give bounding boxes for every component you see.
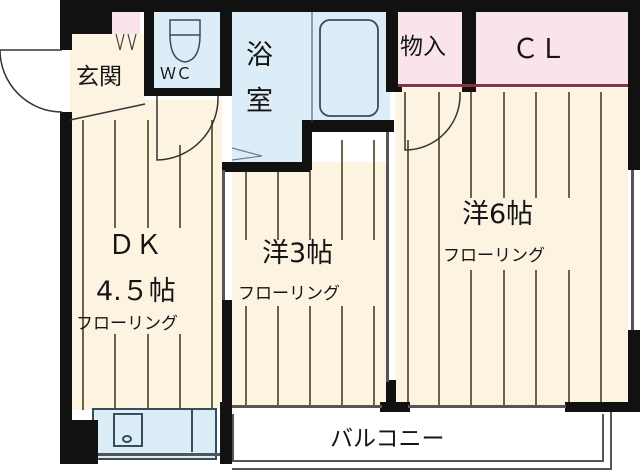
bath-room bbox=[232, 12, 390, 124]
bath-room-lower bbox=[232, 124, 306, 162]
balcony bbox=[232, 414, 604, 462]
shoe-cabinet bbox=[112, 12, 140, 34]
western3-flooring: フローリング bbox=[238, 284, 340, 304]
dk-name: ＤＫ bbox=[108, 230, 162, 261]
western3-name: 洋3帖 bbox=[262, 238, 334, 269]
kitchen-counter bbox=[92, 408, 217, 460]
closet-room bbox=[476, 12, 628, 84]
storage-label: 物入 bbox=[400, 34, 446, 60]
drain-icon bbox=[122, 435, 132, 443]
balcony-label: バルコニー bbox=[330, 426, 445, 452]
storage-room bbox=[395, 12, 463, 84]
western6-flooring: フローリング bbox=[443, 246, 545, 266]
wc-label: ＷＣ bbox=[160, 64, 193, 83]
wc-room bbox=[152, 12, 222, 94]
wall-top bbox=[60, 0, 640, 12]
dk-flooring: フローリング bbox=[76, 314, 178, 334]
wall-left bbox=[60, 112, 72, 464]
bath-label-1: 浴 bbox=[246, 40, 273, 71]
entrance-label: 玄関 bbox=[76, 64, 122, 90]
western6-name: 洋6帖 bbox=[462, 199, 534, 230]
closet-label: ＣＬ bbox=[512, 34, 566, 65]
dk-size: 4.５帖 bbox=[96, 276, 176, 307]
bath-label-2: 室 bbox=[246, 86, 273, 117]
wall-right bbox=[628, 0, 640, 170]
sink bbox=[113, 413, 143, 447]
wall-left-upper bbox=[60, 0, 72, 50]
